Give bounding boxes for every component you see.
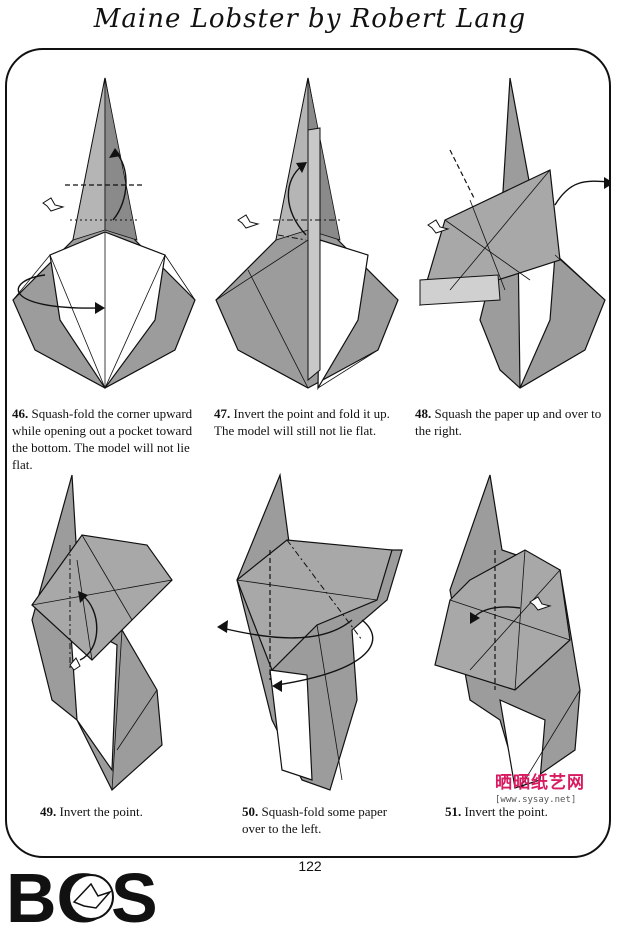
step-51-diagram [434,474,581,789]
step-50 [212,470,412,850]
caption-49: 49. Invert the point. [40,803,210,820]
step-47-diagram [215,77,399,391]
step-number: 48. [415,406,432,421]
caption-48: 48. Squash the paper up and over to the … [415,405,610,439]
step-text: Invert the point and fold it up. The mod… [214,406,390,438]
step-48 [410,70,610,450]
bos-logo-graphic: BOS [6,859,158,932]
step-number: 49. [40,804,57,819]
step-number: 51. [445,804,462,819]
watermark-cn: 晒晒纸艺网 [495,773,585,793]
step-text: Squash-fold the corner upward while open… [12,406,193,472]
page-title: Maine Lobster by Robert Lang [93,4,527,34]
step-50-diagram [217,472,403,791]
step-48-diagram [419,77,610,389]
step-number: 50. [242,804,259,819]
step-46-diagram [12,77,196,390]
step-51 [410,470,610,850]
step-47 [208,70,408,450]
step-49-diagram [31,474,173,791]
diagram-frame [5,48,611,858]
step-text: Squash-fold some paper over to the left. [242,804,388,836]
watermark-url: [www.sysay.net] [495,795,577,805]
step-text: Invert the point. [59,804,143,819]
step-text: Invert the point. [464,804,548,819]
step-number: 46. [12,406,29,421]
bos-logo: BOS [6,859,176,932]
step-46 [5,70,205,450]
logo-crane-icon [68,874,114,920]
caption-50: 50. Squash-fold some paper over to the l… [242,803,412,837]
page-number: 122 [298,858,322,874]
step-text: Squash the paper up and over to the righ… [415,406,602,438]
caption-47: 47. Invert the point and fold it up. The… [214,405,409,439]
watermark: 晒晒纸艺网 [www.sysay.net] [495,768,610,808]
caption-51: 51. Invert the point. [445,803,605,820]
step-49 [22,470,222,850]
step-number: 47. [214,406,231,421]
caption-46: 46. Squash-fold the corner upward while … [12,405,202,473]
